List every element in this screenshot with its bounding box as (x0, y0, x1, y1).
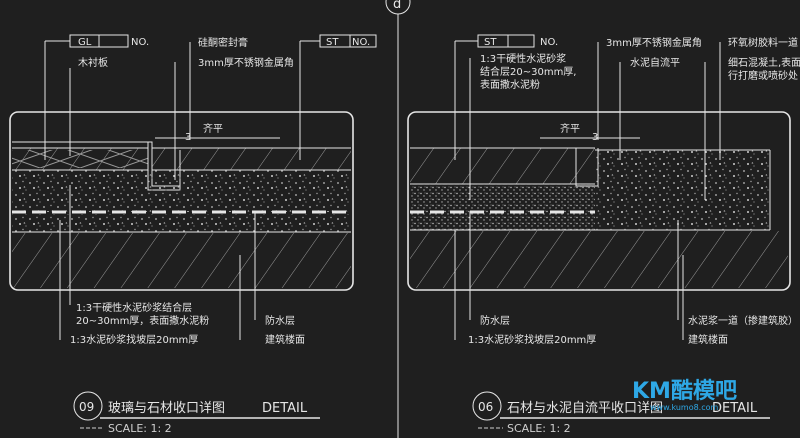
right-label-mortar-1: 1:3干硬性水泥砂浆 (480, 52, 566, 65)
left-mortar-layer (12, 170, 351, 212)
right-detail-title: 石材与水泥自流平收口详图 (507, 401, 663, 416)
left-slope-layer (12, 214, 351, 232)
right-label-floor: 建筑楼面 (688, 333, 728, 346)
right-label-epoxy: 环氧树胶料一道 (728, 36, 798, 49)
left-tag-gl: GL (78, 37, 92, 48)
right-detail-title-en: DETAIL (712, 401, 758, 416)
left-detail: GL NO. ST NO. 木衬板 硅酮密封膏 3mm厚不锈钢金属角 齐平 3 … (9, 34, 377, 435)
left-tag-no-1: NO. (131, 37, 149, 48)
right-label-concrete-1: 细石混凝土,表面 (728, 56, 800, 69)
left-wood-base-layer (12, 150, 148, 168)
left-label-waterproof: 防水层 (265, 314, 295, 327)
left-label-silicone: 硅酮密封膏 (198, 36, 248, 49)
left-detail-scale: SCALE: 1: 2 (108, 422, 172, 435)
left-label-mortar-1: 1:3干硬性水泥砂浆结合层 (76, 301, 192, 314)
right-mortar-layer (410, 184, 595, 230)
right-floor-slab (410, 231, 788, 288)
left-label-floor: 建筑楼面 (265, 333, 305, 346)
left-section-frame (9, 111, 354, 291)
right-label-mortar-3: 表面撒水泥粉 (480, 78, 540, 91)
left-detail-title: 玻璃与石材收口详图 (108, 401, 225, 416)
left-tag-no-2: NO. (352, 37, 370, 48)
top-marker: d (393, 0, 401, 12)
left-detail-number: 09 (79, 400, 94, 414)
right-number-circle (472, 391, 502, 421)
left-label-slope: 1:3水泥砂浆找坡层20mm厚 (70, 333, 198, 346)
right-section-frame (407, 111, 791, 291)
left-floor-slab (12, 233, 351, 288)
left-label-steel-angle: 3mm厚不锈钢金属角 (198, 56, 294, 69)
left-detail-title-en: DETAIL (262, 401, 308, 416)
top-marker-circle (385, 0, 411, 15)
right-dim-3: 3 (592, 132, 598, 143)
right-label-mortar-2: 结合层20~30mm厚, (480, 65, 577, 78)
watermark: KM酷模吧 www.kumo8.com (632, 379, 737, 412)
left-label-wood-base: 木衬板 (78, 56, 108, 69)
right-label-concrete-2: 行打磨或喷砂处 (728, 69, 798, 82)
right-steel-angle (575, 148, 599, 187)
left-label-flush: 齐平 (203, 122, 223, 135)
right-label-cement-paste: 水泥浆一道（掺建筑胶） (688, 314, 798, 327)
right-tag-no: NO. (540, 37, 558, 48)
right-label-flush: 齐平 (560, 122, 580, 135)
right-label-slope: 1:3水泥砂浆找坡层20mm厚 (468, 333, 596, 346)
right-detail-scale: SCALE: 1: 2 (507, 422, 571, 435)
right-concrete-block (595, 150, 770, 230)
right-detail: ST NO. 1:3干硬性水泥砂浆 结合层20~30mm厚, 表面撒水泥粉 3m… (407, 34, 800, 435)
right-label-waterproof: 防水层 (480, 314, 510, 327)
right-label-steel-angle: 3mm厚不锈钢金属角 (606, 36, 702, 49)
left-label-mortar-2: 20~30mm厚，表面撒水泥粉 (76, 314, 209, 327)
left-number-circle (73, 391, 103, 421)
left-dim-3: 3 (185, 132, 191, 143)
right-label-self-level: 水泥自流平 (630, 56, 680, 69)
right-tag-st: ST (484, 37, 497, 48)
right-detail-number: 06 (478, 400, 493, 414)
right-stone-layer (410, 148, 595, 184)
left-tag-st: ST (326, 37, 339, 48)
watermark-logo: KM酷模吧 (632, 379, 737, 404)
watermark-url: www.kumo8.com (650, 403, 719, 412)
